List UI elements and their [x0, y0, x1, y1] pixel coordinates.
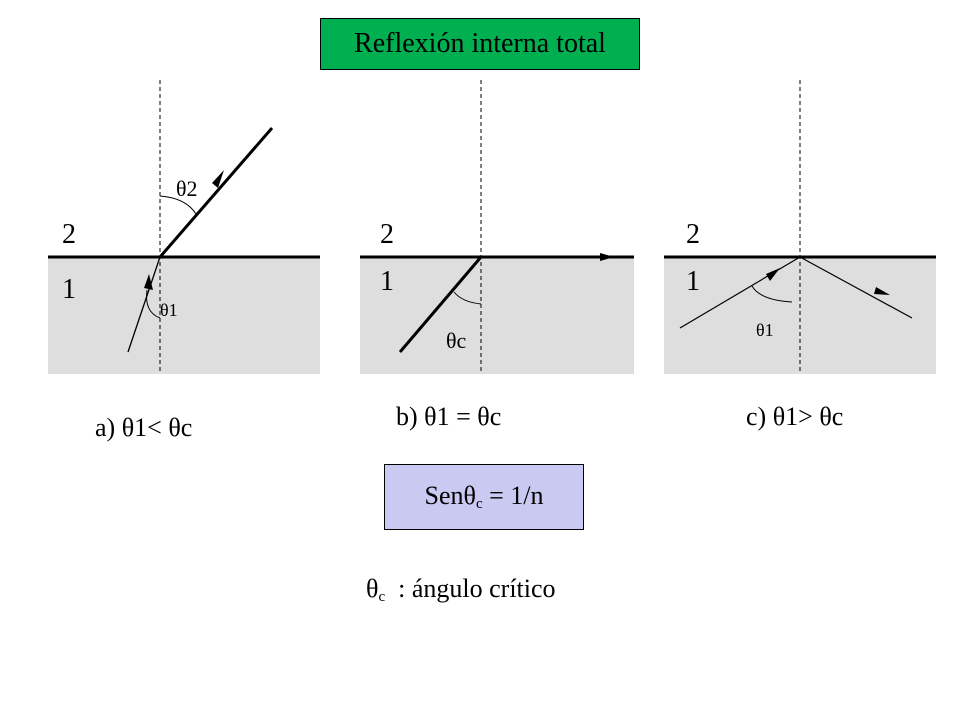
caption-c: c) θ1> θc [746, 402, 843, 431]
angle-incident-label: θ1 [756, 320, 774, 340]
page-title: Reflexión interna total [354, 28, 606, 59]
angle-arc-1 [751, 285, 793, 303]
formula-sub: c [475, 496, 483, 512]
angle-arc-2 [159, 195, 197, 215]
legend-text: : ángulo crítico [385, 574, 556, 603]
caption-b: b) θ1 = θc [396, 402, 501, 431]
refracted-arrow [212, 170, 224, 188]
incident-ray [679, 256, 801, 329]
medium-1-region [48, 258, 320, 374]
angle-incident-label: θ1 [160, 300, 178, 320]
formula-sin: Sen [424, 481, 464, 510]
title-box: Reflexión interna total [320, 18, 640, 70]
label-medium-2: 2 [686, 219, 700, 250]
angle-arc-c [453, 291, 482, 305]
legend: θc : ángulo crítico [366, 574, 556, 606]
label-medium-2: 2 [380, 219, 394, 250]
label-medium-1: 1 [686, 266, 700, 297]
formula-rest: = 1/n [482, 481, 544, 510]
formula: Senθc = 1/n [424, 481, 543, 513]
legend-theta: θ [366, 574, 379, 603]
formula-box: Senθc = 1/n [384, 464, 584, 530]
angle-critical-label: θc [446, 328, 467, 353]
angle-arc-1 [146, 289, 161, 319]
incident-arrow [766, 268, 780, 281]
label-medium-1: 1 [380, 266, 394, 297]
refracted-ray [158, 127, 274, 258]
incident-ray [127, 256, 161, 353]
legend-sub: c [378, 589, 386, 605]
incident-arrow [144, 274, 153, 290]
label-medium-1: 1 [62, 274, 76, 305]
incident-ray [398, 256, 483, 353]
grazing-arrow [600, 253, 614, 261]
angle-refracted-label: θ2 [176, 176, 198, 201]
medium-1-region [360, 258, 634, 374]
panel-c: 2 1 θ1 c) θ1> θc [664, 80, 936, 431]
reflected-ray [799, 256, 913, 319]
label-medium-2: 2 [62, 219, 76, 250]
reflected-arrow [874, 287, 890, 295]
formula-theta: θ [463, 481, 476, 510]
panel-a: 2 1 θ2 θ1 a) θ1< θc [48, 80, 320, 442]
panel-b: 2 1 θc b) θ1 = θc [360, 80, 634, 431]
caption-a: a) θ1< θc [95, 413, 192, 442]
